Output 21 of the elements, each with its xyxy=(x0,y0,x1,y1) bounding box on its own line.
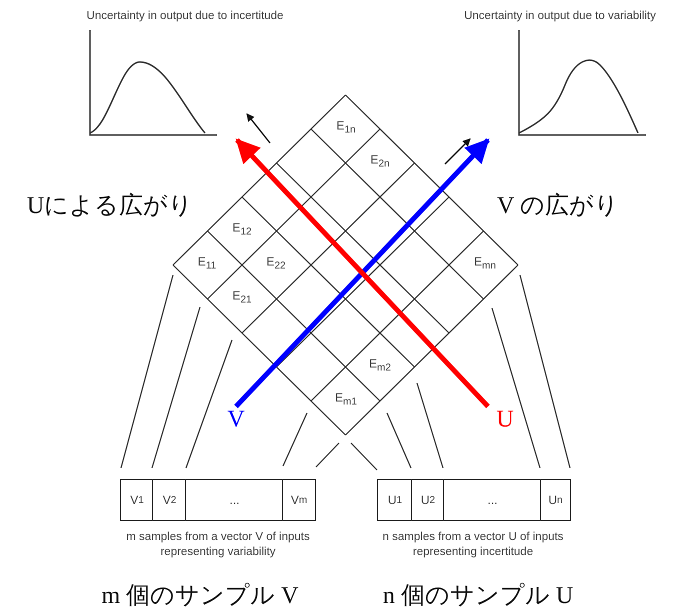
matrix-entry: E$_{2n}$ xyxy=(370,152,390,170)
vector-cell: ... xyxy=(185,479,284,521)
matrix-entry: E$_{11}$ xyxy=(198,254,216,272)
variable-label: V xyxy=(227,406,245,434)
plot-title: Uncertainty in output due to variability xyxy=(464,10,656,22)
plot-title: Uncertainty in output due to incertitude xyxy=(86,10,284,22)
variable-label: U xyxy=(496,406,514,434)
vector-description: n samples from a vector U of inputs representing incertitude xyxy=(382,530,564,560)
matrix-entry: E$_{m1}$ xyxy=(335,390,357,408)
vector-caption: m 個のサンプル V xyxy=(102,582,298,610)
vector-description: m samples from a vector V of inputs representing variability xyxy=(125,530,311,560)
matrix-entry: E$_{m2}$ xyxy=(369,356,391,374)
axis-caption: V の広がり xyxy=(497,192,619,221)
matrix-entry: E$_{1n}$ xyxy=(336,118,356,136)
matrix-entry: E$_{22}$ xyxy=(266,254,286,272)
vector-cell: ... xyxy=(443,479,542,521)
vector-caption: n 個のサンプル U xyxy=(382,582,574,610)
matrix-entry: E$_{21}$ xyxy=(232,288,252,306)
axis-caption: Uによる広がり xyxy=(26,192,194,221)
matrix-entry: E$_{mn}$ xyxy=(474,254,496,272)
matrix-entry: E$_{12}$ xyxy=(232,220,252,238)
